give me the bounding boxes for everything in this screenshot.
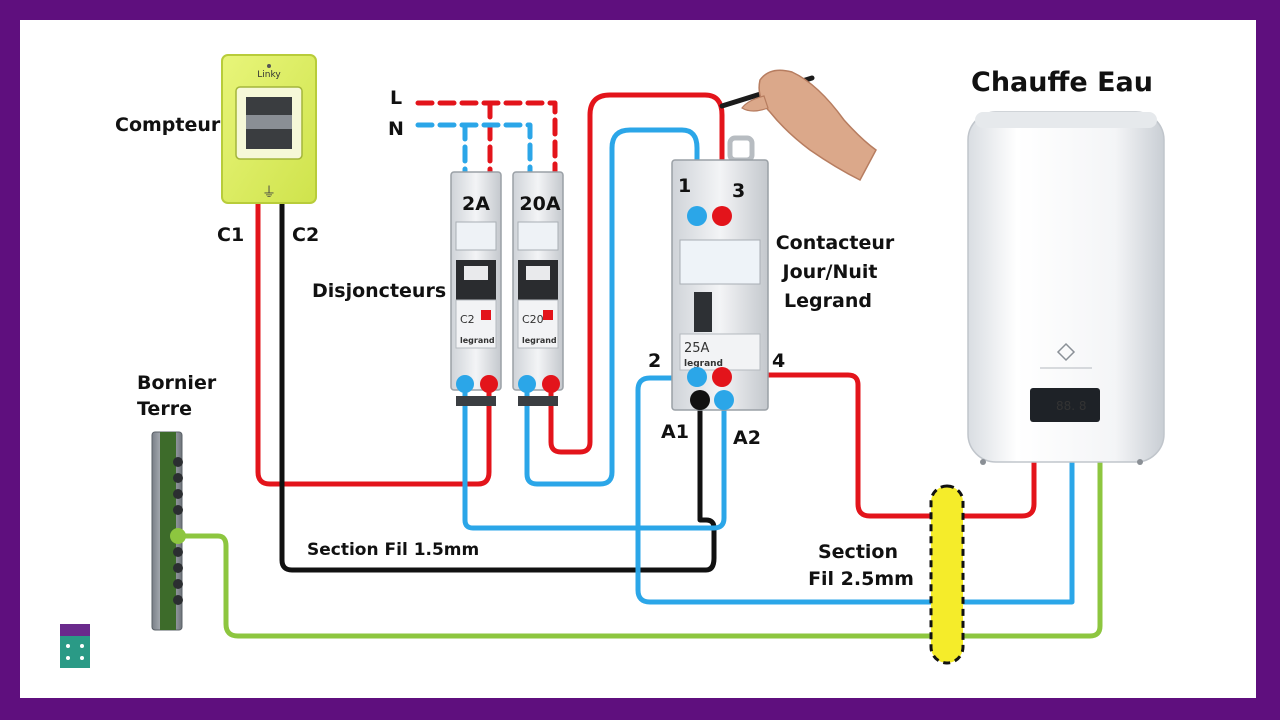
breaker-2a-neutral-wire: [462, 383, 727, 531]
breaker-2a-brand: legrand: [460, 336, 495, 345]
linky-meter: Linky ⏚: [221, 54, 317, 204]
breaker-20a-brand: legrand: [522, 336, 557, 345]
supply-neutral-wire: [415, 122, 533, 175]
contactor-terminal-1: [687, 206, 707, 226]
heater-logo-icon: [1056, 342, 1076, 362]
wires: [175, 92, 1103, 639]
supply-L-label: L: [390, 87, 402, 109]
large-wire-section-label-line2: Fil 2.5mm: [808, 568, 914, 590]
breaker-2a-phase-terminal: [480, 375, 498, 393]
breaker-20a-neutral-terminal: [518, 375, 536, 393]
breaker-2a-code: C2: [460, 313, 475, 326]
contactor-terminal-a1: [690, 390, 710, 410]
earth-wire: [175, 459, 1103, 639]
meter-c1-wire: [255, 197, 492, 487]
terminal-3-label: 3: [732, 180, 745, 202]
small-wire-section-label: Section Fil 1.5mm: [307, 540, 479, 560]
earth-label-line2: Terre: [137, 398, 192, 420]
contactor-label-line1: Contacteur: [776, 232, 895, 254]
earth-terminal-block: [151, 431, 186, 631]
breaker-20a-phase-wire: [548, 92, 725, 455]
meter-label: Compteur: [115, 114, 221, 136]
breakers-label: Disjoncteurs: [312, 280, 446, 302]
terminal-2-label: 2: [648, 350, 661, 372]
contactor-terminal-2: [687, 367, 707, 387]
terminal-1-label: 1: [678, 175, 691, 197]
supply-phase-wire: [415, 100, 558, 175]
cable-gland: [929, 484, 965, 665]
breaker-20a-neutral-wire: [524, 127, 700, 487]
earth-label-line1: Bornier: [137, 372, 217, 394]
meter-c2-control-wire: [279, 197, 717, 573]
breaker-20a: C20 legrand: [512, 171, 564, 406]
terminal-4-label: 4: [772, 350, 785, 372]
meter-c1-label: C1: [217, 224, 244, 246]
contactor-rating: 25A: [684, 341, 710, 356]
breaker-20a-phase-terminal: [542, 375, 560, 393]
supply-N-label: N: [388, 118, 404, 140]
breaker-20a-code: C20: [522, 313, 544, 326]
breaker-2a-neutral-terminal: [456, 375, 474, 393]
heater-title: Chauffe Eau: [971, 67, 1153, 98]
meter-earth-symbol: ⏚: [262, 185, 276, 201]
contactor-brand: legrand: [684, 359, 723, 369]
contactor-phase-out-wire: [719, 372, 1037, 519]
channel-logo-icon: [60, 624, 90, 668]
day-night-contactor: 25A legrand: [671, 135, 769, 411]
meter-brand: Linky: [257, 70, 281, 80]
earth-connection-point: [170, 528, 186, 544]
heater-display: 88. 8: [1056, 399, 1087, 413]
terminal-a1-label: A1: [661, 421, 689, 443]
meter-c2-label: C2: [292, 224, 319, 246]
contactor-label-line3: Legrand: [784, 290, 872, 312]
contactor-neutral-out-wire: [635, 375, 1075, 605]
terminal-a2-label: A2: [733, 427, 761, 449]
breaker-2a: C2 legrand: [450, 171, 502, 406]
breaker-20a-rating: 20A: [519, 193, 560, 215]
water-heater: 88. 8: [967, 111, 1165, 465]
large-wire-section-label-line1: Section: [818, 541, 898, 563]
contactor-label-line2: Jour/Nuit: [781, 261, 878, 283]
breaker-2a-rating: 2A: [462, 193, 490, 215]
contactor-terminal-3: [712, 206, 732, 226]
hand-with-pen-icon: [719, 69, 877, 181]
contactor-terminal-4: [712, 367, 732, 387]
contactor-terminal-a2: [714, 390, 734, 410]
